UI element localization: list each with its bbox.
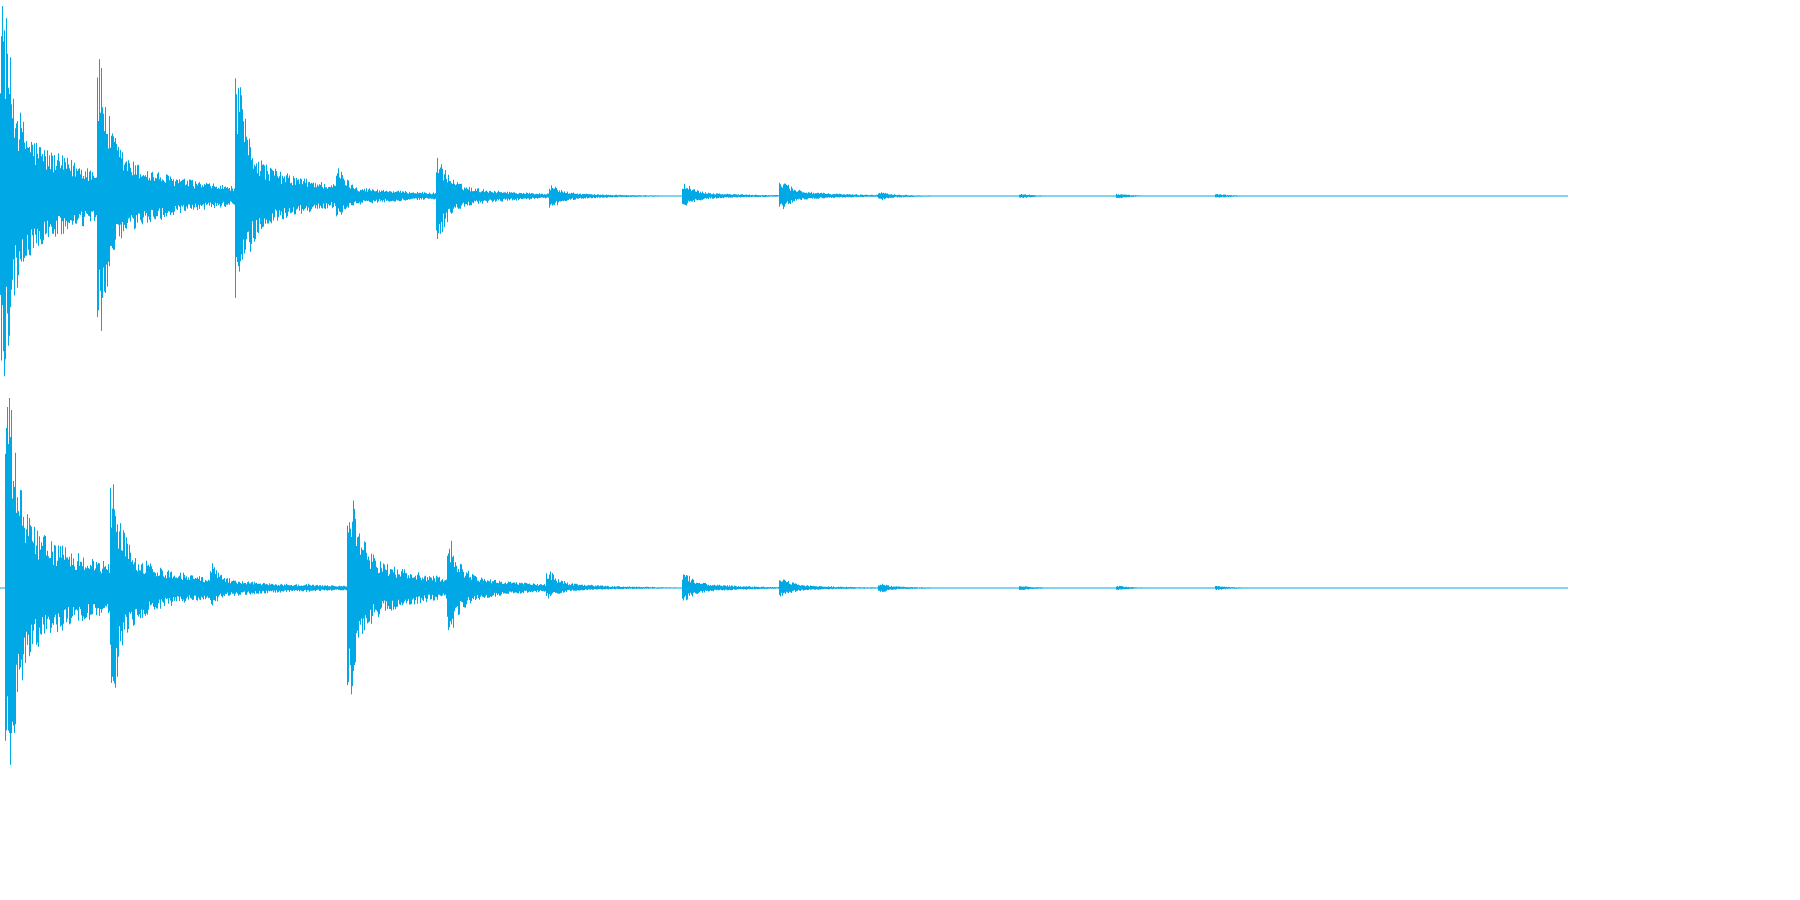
waveform-trace <box>0 6 1241 377</box>
waveform-channel-left[interactable] <box>0 0 1568 392</box>
waveform-right-svg <box>0 398 1568 765</box>
waveform-trace <box>5 398 1241 765</box>
waveform-left-svg <box>0 6 1568 377</box>
waveform-channel-right[interactable] <box>0 392 1568 784</box>
waveform-view[interactable] <box>0 0 1568 784</box>
